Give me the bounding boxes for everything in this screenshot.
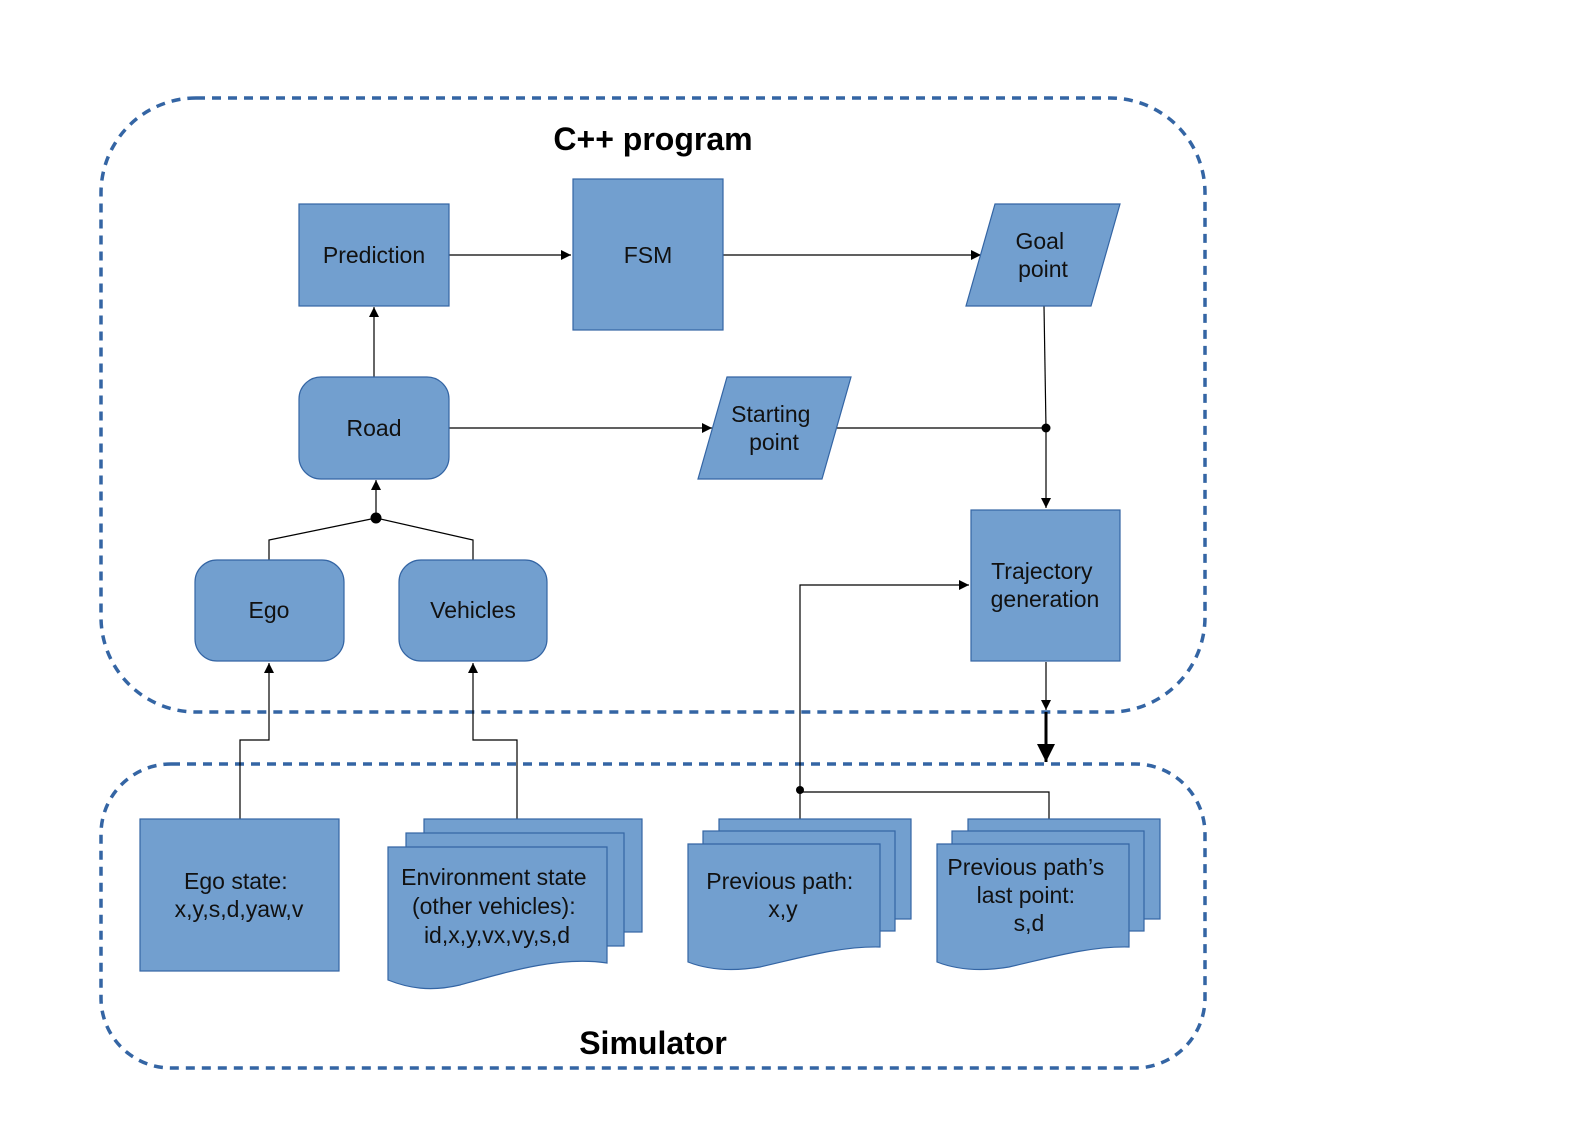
junction-dot-trajectory	[1041, 423, 1051, 433]
fsm-label: FSM	[624, 242, 673, 268]
vehicles-label: Vehicles	[430, 597, 516, 623]
simulator-group	[99, 762, 1207, 1070]
ego-state-node: Ego state: x,y,s,d,yaw,v	[139, 818, 340, 972]
previous-path-label: Previous path: x,y	[706, 868, 859, 922]
starting-point-label: Starting point	[731, 401, 817, 455]
ego-state-label: Ego state: x,y,s,d,yaw,v	[175, 868, 304, 922]
junction-dot-previous-path	[796, 786, 804, 794]
edge-goal-point-junction	[1043, 305, 1047, 429]
edge-ego-junction	[268, 517, 377, 560]
simulator-title: Simulator	[579, 1025, 727, 1061]
trajectory-generation-node: Trajectory generation	[970, 509, 1121, 662]
environment-state-node: Environment state (other vehicles): id,x…	[387, 818, 643, 990]
environment-state-label: Environment state (other vehicles): id,x…	[401, 864, 593, 948]
road-node: Road	[298, 376, 450, 480]
road-label: Road	[347, 415, 402, 441]
goal-point-node: Goal point	[965, 203, 1121, 307]
fsm-node: FSM	[572, 178, 724, 331]
ego-label: Ego	[249, 597, 290, 623]
trajectory-generation-label: Trajectory generation	[991, 558, 1100, 612]
goal-point-label: Goal point	[1016, 228, 1071, 282]
junction-dot-road	[370, 512, 382, 524]
previous-path-last-point-label: Previous path’s last point: s,d	[947, 854, 1110, 936]
previous-path-last-point-node: Previous path’s last point: s,d	[936, 818, 1161, 971]
starting-point-node: Starting point	[697, 376, 852, 480]
cpp-program-title: C++ program	[553, 121, 752, 157]
edge-previous-path-trajectory	[799, 580, 969, 819]
edges	[239, 250, 1055, 819]
prediction-node: Prediction	[298, 203, 450, 307]
edge-last-point-junction	[800, 791, 1050, 819]
ego-node: Ego	[194, 559, 345, 662]
previous-path-node: Previous path: x,y	[687, 818, 912, 971]
edge-ego-state-ego	[239, 663, 274, 819]
vehicles-node: Vehicles	[398, 559, 548, 662]
edge-environment-state-vehicles	[468, 663, 518, 819]
edge-vehicles-junction	[375, 517, 474, 560]
prediction-label: Prediction	[323, 242, 425, 268]
cpp-program-group	[99, 96, 1207, 714]
